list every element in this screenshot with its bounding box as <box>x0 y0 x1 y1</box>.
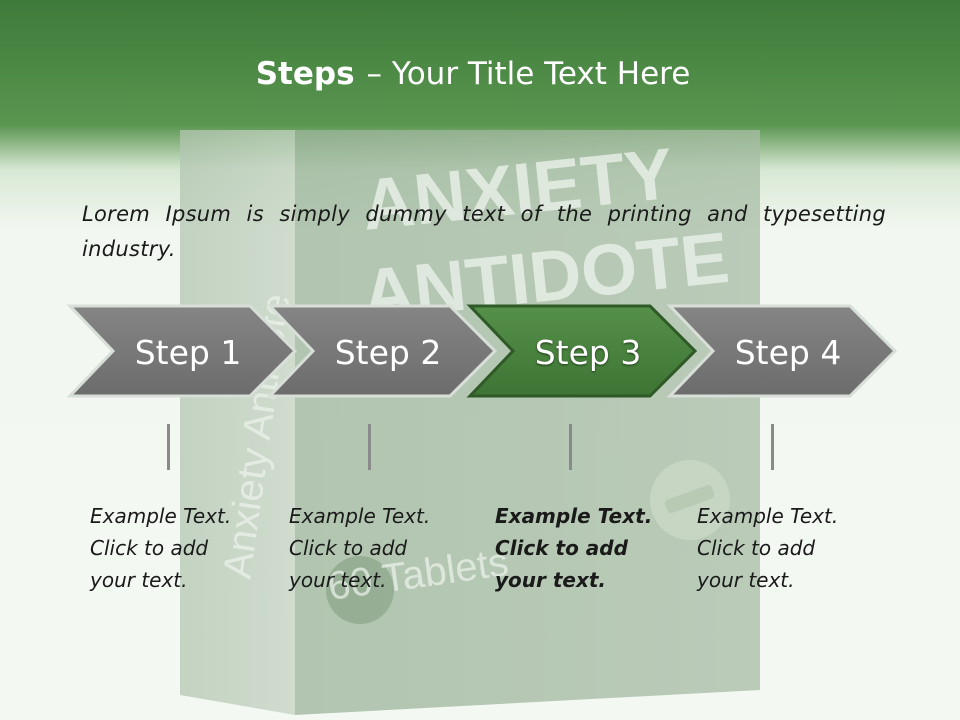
step-2-label[interactable]: Step 2 <box>334 333 442 372</box>
title-strong: Steps <box>255 56 355 92</box>
step-2-connector <box>368 424 371 470</box>
step-3-note-line2: Click to add <box>495 536 628 560</box>
step-3-label[interactable]: Step 3 <box>534 333 642 372</box>
step-4-connector <box>771 424 774 470</box>
page-title: Steps – Your Title Text Here <box>0 52 946 96</box>
title-rest: – Your Title Text Here <box>366 56 691 92</box>
step-4-note-line3: your text. <box>697 568 795 592</box>
step-1-label[interactable]: Step 1 <box>134 333 242 372</box>
step-1-note-line3: your text. <box>90 568 188 592</box>
step-1-connector <box>167 424 170 470</box>
step-4-label[interactable]: Step 4 <box>734 333 842 372</box>
step-4-note-line2: Click to add <box>697 536 816 560</box>
step-1-note-line2: Click to add <box>90 536 209 560</box>
step-4-chevron <box>666 304 898 398</box>
step-2-note[interactable]: Example Text. Click to add your text. <box>289 500 459 596</box>
step-1-note[interactable]: Example Text. Click to add your text. <box>90 500 260 596</box>
step-1-chevron <box>66 304 298 398</box>
step-1-note-line1: Example Text. <box>90 504 232 528</box>
intro-text: Lorem Ipsum is simply dummy text of the … <box>82 202 886 261</box>
step-4-note-line1: Example Text. <box>697 504 839 528</box>
step-4-note[interactable]: Example Text. Click to add your text. <box>697 500 867 596</box>
step-3-note[interactable]: Example Text. Click to add your text. <box>495 500 665 596</box>
step-3-connector <box>569 424 572 470</box>
step-2-note-line1: Example Text. <box>289 504 431 528</box>
step-2-note-line3: your text. <box>289 568 387 592</box>
step-3-note-line3: your text. <box>495 568 607 592</box>
step-3-chevron <box>466 304 698 398</box>
step-3-note-line1: Example Text. <box>495 504 653 528</box>
step-2-note-line2: Click to add <box>289 536 408 560</box>
step-2-chevron <box>266 304 498 398</box>
